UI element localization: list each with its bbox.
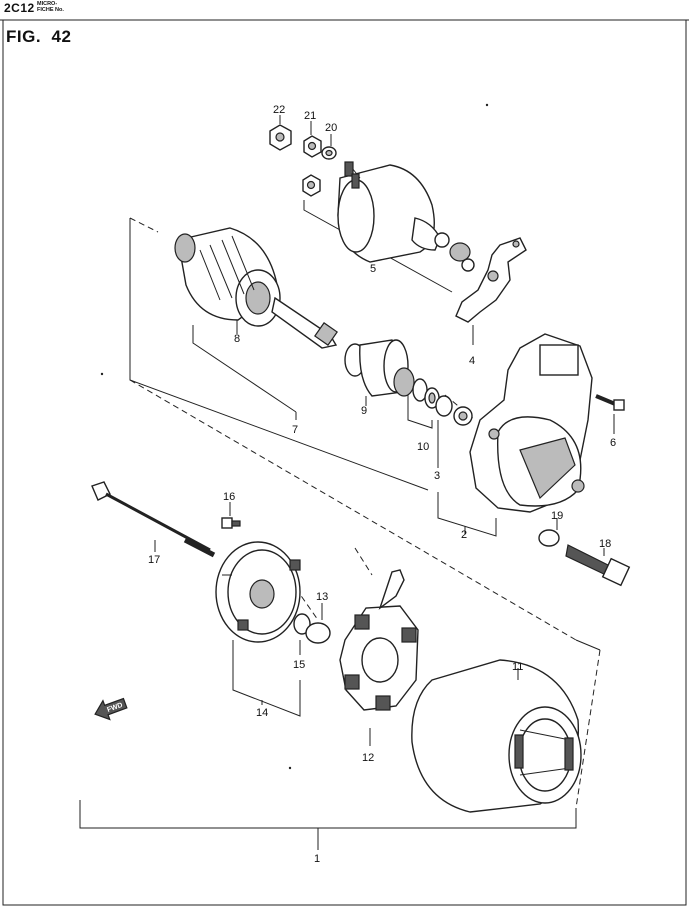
callout-15: 15 (293, 659, 305, 671)
callout-19: 19 (551, 510, 563, 522)
catalog-code: 2C12 (4, 1, 35, 15)
callout-20: 20 (325, 122, 337, 134)
callout-1: 1 (314, 853, 320, 865)
page-frame (2, 19, 687, 906)
callout-5: 5 (370, 263, 376, 275)
bracket-14 (232, 640, 301, 717)
part-3-bushing (437, 406, 473, 468)
part-17-through-bolt (91, 481, 216, 558)
part-13-o-ring (305, 603, 331, 644)
callout-6: 6 (610, 437, 616, 449)
fwd-arrow-icon (94, 697, 128, 721)
bracket-10 (407, 395, 433, 429)
part-10-stop-ring (412, 378, 453, 417)
microfiche-label: MICRO- FICHE No. (37, 1, 64, 13)
callout-13: 13 (316, 591, 328, 603)
part-2-drive-housing (469, 333, 593, 513)
part-21-nut (303, 121, 322, 158)
part-16-screw (221, 502, 241, 529)
callout-9: 9 (361, 405, 367, 417)
callout-18: 18 (599, 538, 611, 550)
callout-8: 8 (234, 333, 240, 345)
callout-21: 21 (304, 110, 316, 122)
part-18-bolt (565, 544, 631, 587)
part-9-overrunning-clutch (344, 339, 415, 406)
callout-7: 7 (292, 424, 298, 436)
part-14-end-frame (215, 541, 301, 643)
part-12-brush-holder (339, 569, 419, 746)
part-6-bolt (595, 394, 625, 434)
microfiche-line-1: MICRO- (37, 1, 58, 7)
callout-11: 11 (512, 661, 523, 673)
part-8-armature (174, 227, 338, 349)
figure-title: FIG. 42 (6, 27, 72, 46)
callout-10: 10 (417, 441, 429, 453)
bracket-2 (437, 492, 497, 537)
part-11-yoke (411, 659, 582, 813)
callout-3: 3 (434, 470, 440, 482)
part-19-bushing (538, 518, 560, 547)
part-22-nut (269, 115, 292, 151)
callout-4: 4 (469, 355, 475, 367)
callout-22: 22 (273, 104, 285, 116)
callout-17: 17 (148, 554, 160, 566)
callout-12: 12 (362, 752, 374, 764)
bracket-5 (303, 200, 453, 293)
bracket-1 (79, 800, 577, 829)
microfiche-line-2: FICHE No. (37, 7, 64, 13)
part-15-bushing (293, 613, 311, 655)
solenoid-terminal-nut (302, 174, 321, 197)
callout-2: 2 (461, 529, 467, 541)
part-20-washer (321, 134, 337, 160)
bracket-8 (192, 325, 297, 413)
part-5-solenoid (337, 161, 475, 272)
callout-16: 16 (223, 491, 235, 503)
callout-14: 14 (256, 707, 268, 719)
part-4-shift-lever (455, 237, 527, 345)
